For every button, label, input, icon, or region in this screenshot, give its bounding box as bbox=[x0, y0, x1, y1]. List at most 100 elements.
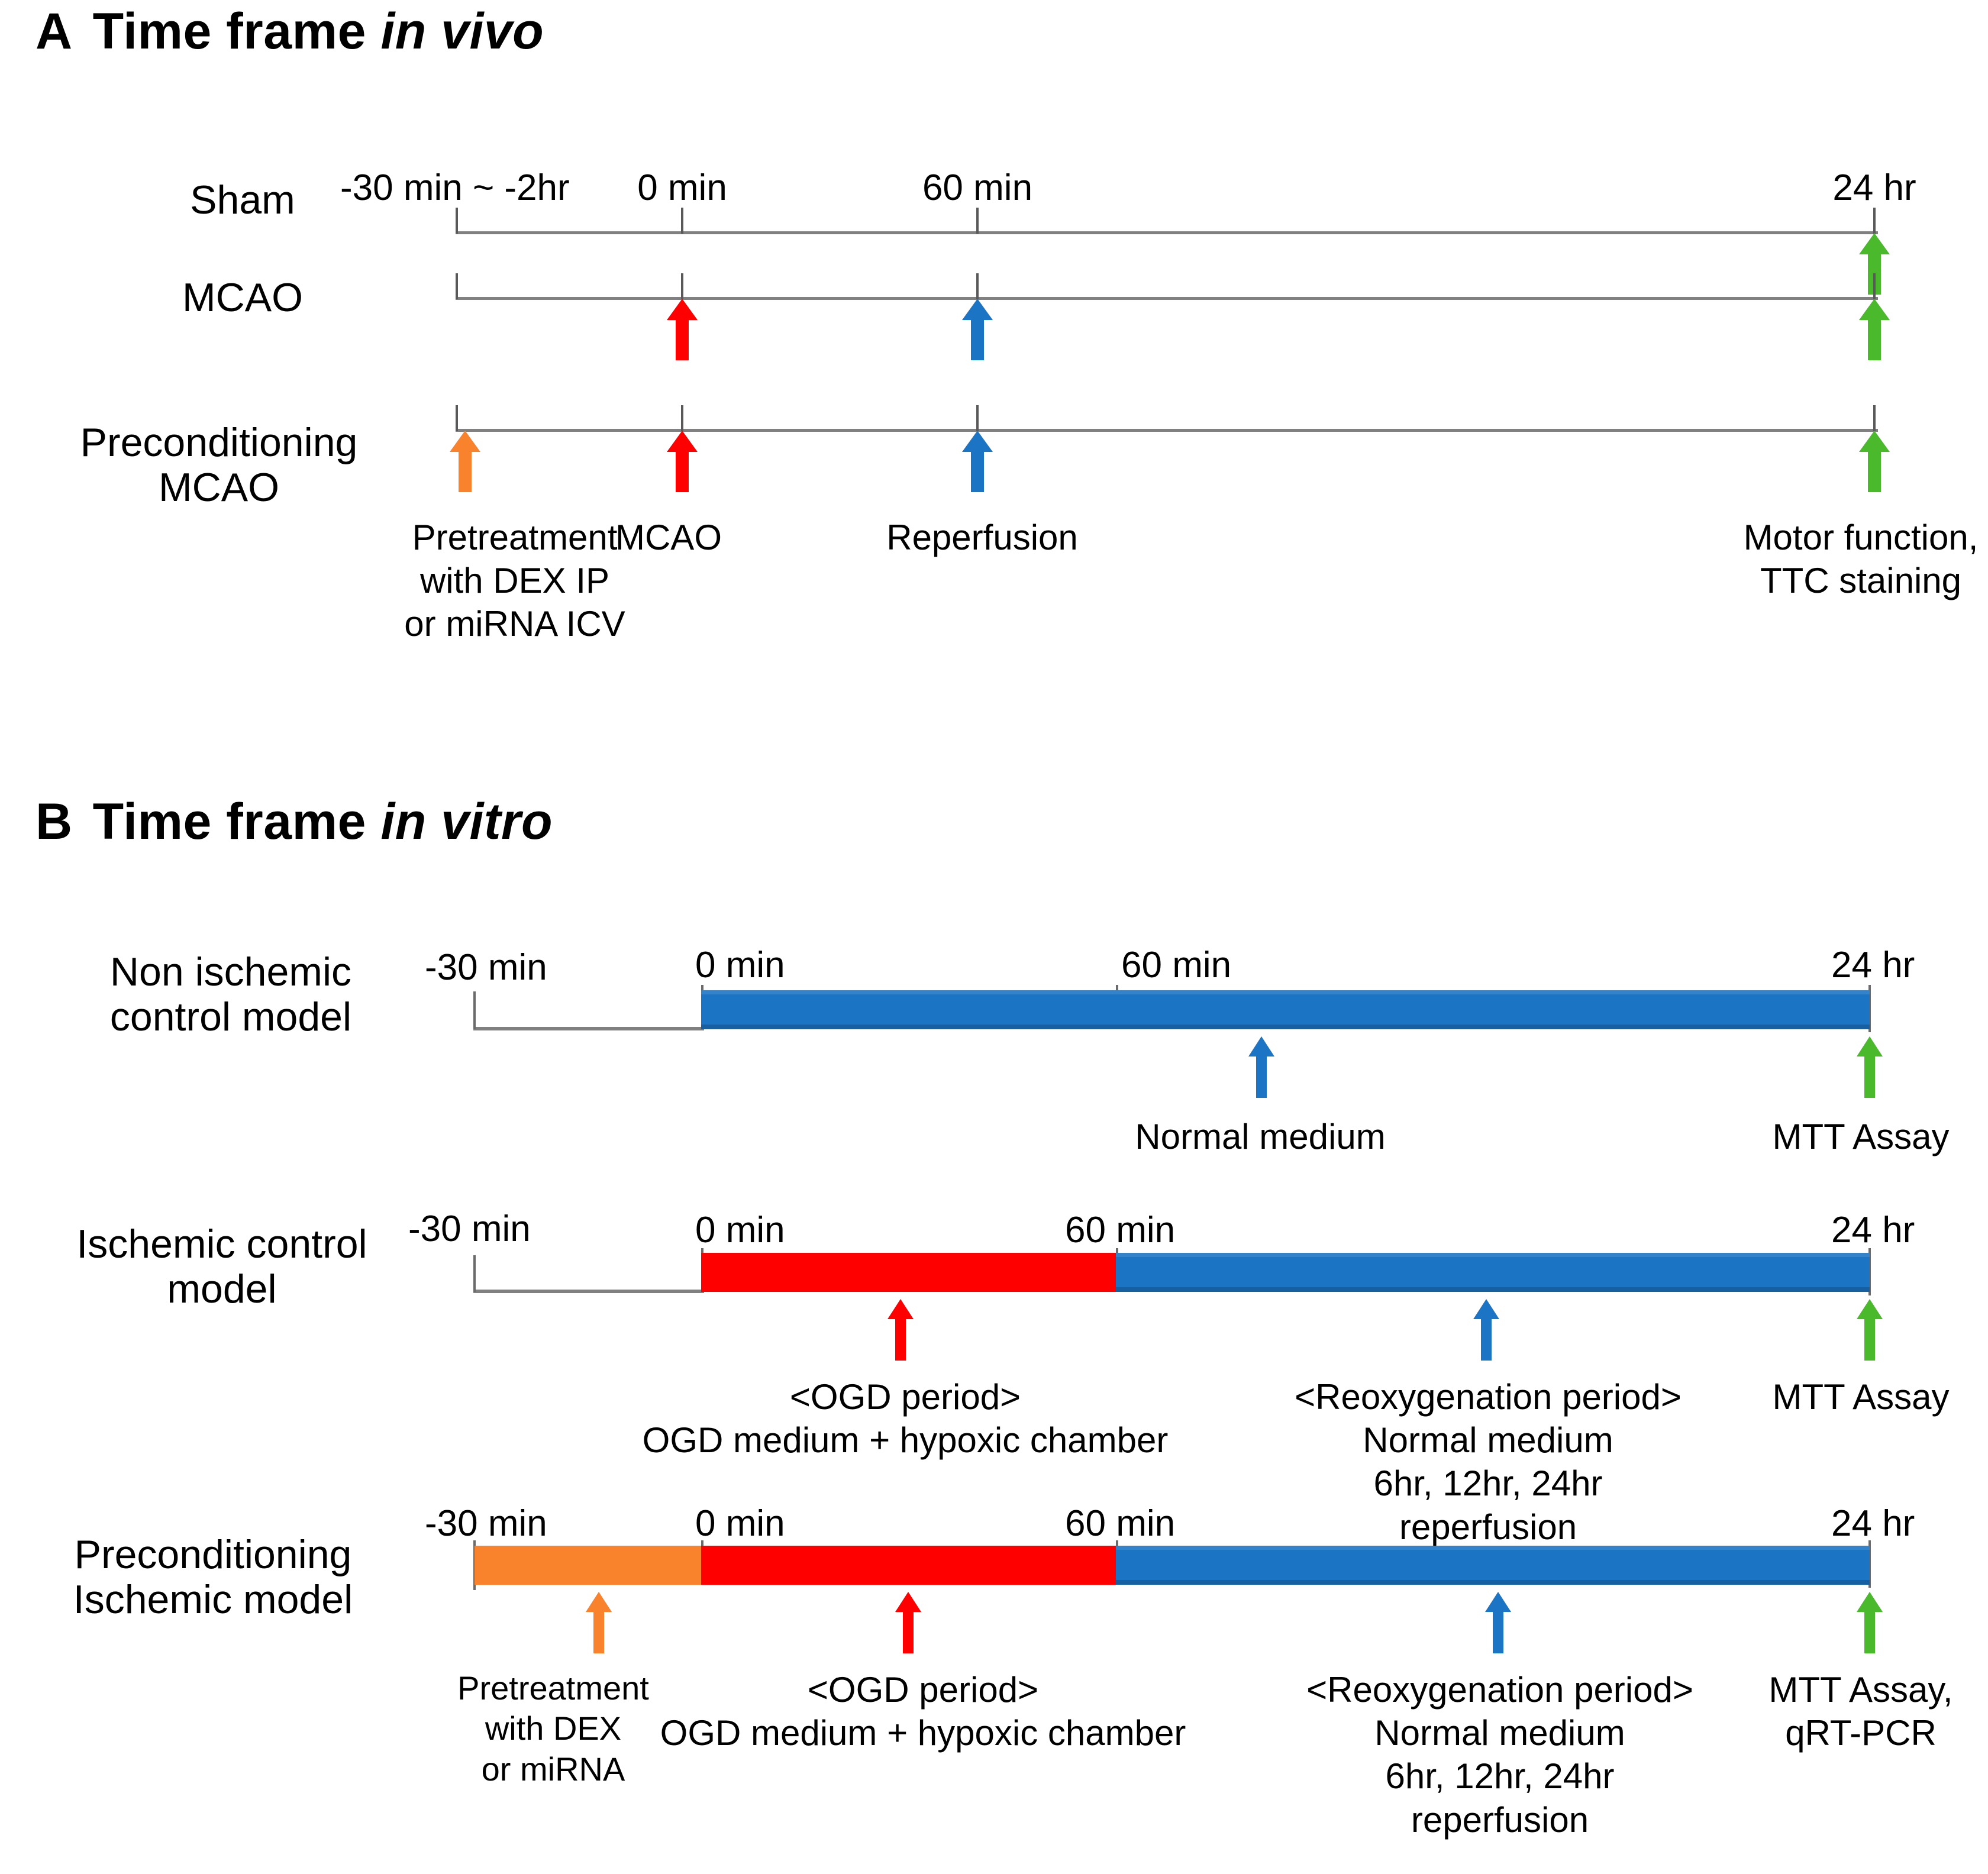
arrow-b1-mtt-assay bbox=[1857, 1036, 1883, 1098]
arrow-mcao-endpoint bbox=[1859, 299, 1890, 360]
axis-tick-pre-24hr bbox=[1873, 405, 1876, 431]
axis-line-sham bbox=[456, 231, 1878, 234]
arrow-shaft bbox=[1868, 319, 1881, 360]
row-label-sham: Sham bbox=[190, 177, 295, 222]
tick-caption-b1-0min: 0 min bbox=[695, 945, 785, 986]
tick-caption-b2-60min: 60 min bbox=[1065, 1210, 1176, 1251]
annotation-b1-mtt-assay: MTT Assay bbox=[1772, 1117, 1950, 1156]
axis-line-preconditioning-mcao bbox=[456, 429, 1878, 432]
panel-b-title-plain: Time frame bbox=[92, 793, 381, 850]
arrow-shaft bbox=[1481, 1318, 1492, 1361]
annotation-b2-reoxygenation-period: <Reoxygenation period> Normal medium 6hr… bbox=[1295, 1377, 1682, 1547]
arrow-shaft bbox=[676, 319, 689, 360]
tick-caption-b2-0min: 0 min bbox=[695, 1210, 785, 1251]
tick-caption-b1-60min: 60 min bbox=[1121, 945, 1232, 986]
arrow-shaft bbox=[459, 451, 472, 492]
axis-tick-mcao-start bbox=[456, 273, 458, 299]
annotation-b3-mtt-qrtpcr: MTT Assay, qRT-PCR bbox=[1768, 1670, 1953, 1753]
arrow-b2-ogd bbox=[888, 1299, 914, 1361]
arrow-head bbox=[1859, 233, 1890, 254]
annotation-a-mcao: MCAO bbox=[615, 518, 722, 557]
row-label-preconditioning-ischemic: Preconditioning Ischemic model bbox=[73, 1532, 353, 1623]
arrow-head bbox=[1857, 1299, 1883, 1319]
axis-tick-sham-start bbox=[456, 208, 458, 234]
arrow-b3-reoxygenation bbox=[1485, 1592, 1511, 1653]
axis-tick-sham-24hr bbox=[1873, 208, 1876, 234]
tick-caption-b2-24hr: 24 hr bbox=[1831, 1210, 1915, 1251]
arrow-head bbox=[667, 431, 698, 452]
panel-b-title-italic: in vitro bbox=[380, 793, 553, 850]
tick-caption-a-24hr: 24 hr bbox=[1832, 167, 1916, 208]
axis-tick-pre-0min bbox=[681, 405, 683, 431]
arrow-mcao-reperfusion bbox=[962, 299, 993, 360]
panel-b-letter: B bbox=[36, 793, 73, 850]
arrow-b3-ogd bbox=[895, 1592, 921, 1653]
tick-b1-24hr bbox=[1868, 985, 1871, 1032]
row-label-mcao: MCAO bbox=[182, 275, 303, 320]
annotation-b3-reoxygenation-period: <Reoxygenation period> Normal medium 6hr… bbox=[1306, 1670, 1693, 1840]
tick-caption-b3-24hr: 24 hr bbox=[1831, 1503, 1915, 1544]
tick-caption-a-60min: 60 min bbox=[922, 167, 1033, 208]
annotation-b3-pretreatment: Pretreatment with DEX or miRNA bbox=[457, 1669, 649, 1788]
axis-tick-pre-60min bbox=[976, 405, 979, 431]
arrow-pre-reperfusion bbox=[962, 431, 993, 492]
axis-tick-pre-start bbox=[456, 405, 458, 431]
baseline-b1-pre bbox=[473, 1027, 704, 1030]
axis-tick-mcao-0min bbox=[681, 273, 683, 299]
arrow-head bbox=[1248, 1036, 1274, 1056]
axis-tick-sham-60min bbox=[976, 208, 979, 234]
axis-tick-mcao-24hr bbox=[1873, 273, 1876, 299]
panel-a-title-italic: in vivo bbox=[380, 3, 544, 60]
row-label-non-ischemic-control: Non ischemic control model bbox=[109, 949, 352, 1040]
arrow-head bbox=[667, 299, 698, 320]
tick-caption-b1-24hr: 24 hr bbox=[1831, 945, 1915, 986]
tick-caption-b2-neg30: -30 min bbox=[408, 1209, 531, 1249]
arrow-b3-mtt-qrtpcr bbox=[1857, 1592, 1883, 1653]
arrow-shaft bbox=[903, 1611, 914, 1653]
tick-caption-b1-neg30: -30 min bbox=[425, 947, 547, 988]
bar-b2-reoxygenation-period bbox=[1116, 1253, 1870, 1292]
tick-caption-b3-0min: 0 min bbox=[695, 1503, 785, 1544]
arrow-head bbox=[962, 299, 993, 320]
tick-caption-a-neg30: -30 min ~ -2hr bbox=[340, 167, 570, 208]
annotation-b2-mtt-assay: MTT Assay bbox=[1772, 1377, 1950, 1417]
tick-caption-b3-neg30: -30 min bbox=[425, 1503, 547, 1544]
arrow-shaft bbox=[1864, 1611, 1875, 1653]
axis-tick-sham-0min bbox=[681, 208, 683, 234]
axis-line-mcao bbox=[456, 297, 1878, 300]
arrow-head bbox=[1859, 299, 1890, 320]
arrow-shaft bbox=[1493, 1611, 1503, 1653]
bar-b3-pretreatment bbox=[475, 1546, 701, 1585]
panel-a-letter: A bbox=[36, 3, 73, 60]
arrow-head bbox=[962, 431, 993, 452]
panel-b-heading: B Time frame in vitro bbox=[36, 793, 553, 851]
arrow-shaft bbox=[1864, 1055, 1875, 1098]
tick-caption-b3-60min: 60 min bbox=[1065, 1503, 1176, 1544]
arrow-head bbox=[450, 431, 480, 452]
bar-b3-ogd-period bbox=[701, 1546, 1116, 1585]
row-label-ischemic-control: Ischemic control model bbox=[76, 1222, 367, 1312]
arrow-shaft bbox=[971, 319, 984, 360]
annotation-a-pretreatment: Pretreatment with DEX IP or miRNA ICV bbox=[404, 518, 625, 644]
arrow-head bbox=[895, 1592, 921, 1612]
arrow-shaft bbox=[1868, 451, 1881, 492]
arrow-shaft bbox=[1256, 1055, 1267, 1098]
annotation-a-endpoint: Motor function, TTC staining bbox=[1743, 518, 1979, 601]
arrow-shaft bbox=[676, 451, 689, 492]
annotation-b2-ogd-period: <OGD period> OGD medium + hypoxic chambe… bbox=[642, 1377, 1169, 1461]
arrow-shaft bbox=[593, 1611, 604, 1653]
arrow-b2-reoxygenation bbox=[1473, 1299, 1499, 1361]
arrow-shaft bbox=[971, 451, 984, 492]
arrow-head bbox=[1859, 431, 1890, 452]
arrow-head bbox=[1473, 1299, 1499, 1319]
arrow-head bbox=[586, 1592, 612, 1612]
arrow-pre-mcao bbox=[667, 431, 698, 492]
arrow-head bbox=[1857, 1592, 1883, 1612]
tick-b3-24hr bbox=[1868, 1540, 1871, 1588]
arrow-pre-pretreatment bbox=[450, 431, 480, 492]
arrow-b3-pretreatment bbox=[586, 1592, 612, 1653]
arrow-mcao-occlusion bbox=[667, 299, 698, 360]
arrow-b1-normal-medium bbox=[1248, 1036, 1274, 1098]
arrow-pre-endpoint bbox=[1859, 431, 1890, 492]
